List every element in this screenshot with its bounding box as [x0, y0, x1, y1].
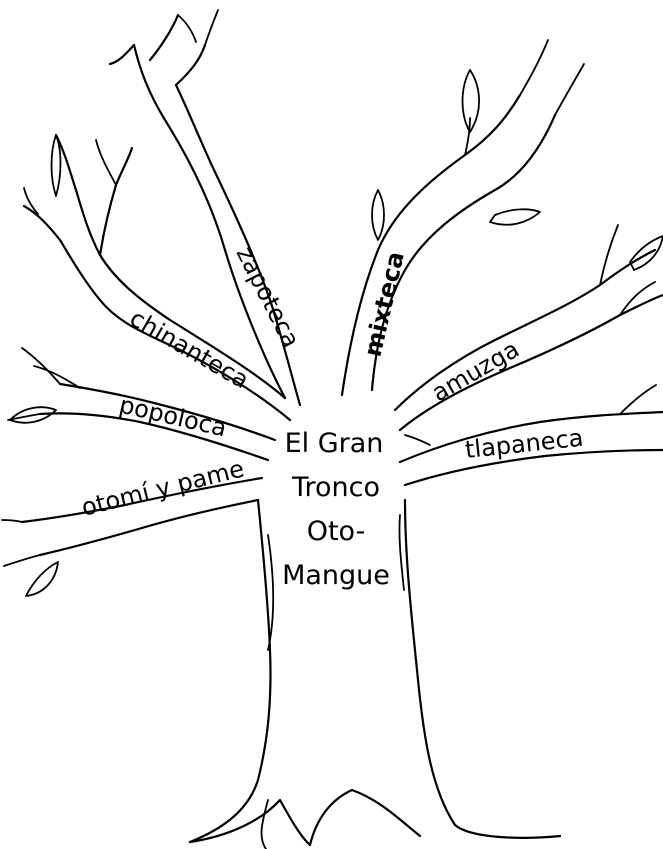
label-chinanteca: chinanteca	[125, 304, 254, 394]
label-otomi-pame: otomí y pame	[79, 454, 247, 521]
trunk-title-line-2: Tronco	[291, 472, 380, 503]
trunk-title-line-3: Oto-	[307, 516, 366, 547]
label-mixteca: mixteca	[359, 249, 410, 359]
trunk-title-line-1: El Gran	[285, 428, 384, 459]
label-popoloca: popoloca	[117, 391, 230, 443]
trunk-title-line-4: Mangue	[282, 560, 390, 591]
tree-trunk	[190, 500, 560, 849]
trunk-title: El Gran Tronco Oto- Mangue	[282, 428, 390, 591]
branch-amuzga	[395, 225, 663, 430]
